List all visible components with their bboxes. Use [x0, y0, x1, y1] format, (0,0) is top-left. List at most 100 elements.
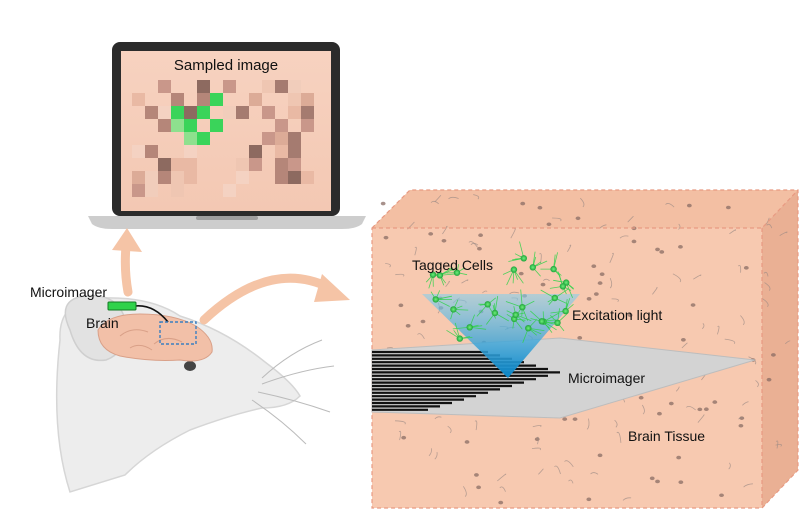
tissue-fiber [622, 497, 632, 501]
tagged-neuron [453, 269, 461, 276]
image-pixel [132, 184, 145, 197]
tissue-cell [739, 416, 745, 420]
tissue-cell [686, 203, 692, 208]
excitation-light-cone [422, 294, 580, 378]
mouse-brain [97, 313, 213, 362]
tissue-cell [520, 201, 526, 206]
image-pixel [288, 93, 301, 106]
image-pixel [275, 132, 288, 145]
tissue-cell [678, 245, 683, 249]
image-pixel [184, 106, 197, 119]
tissue-cell [638, 395, 644, 400]
tissue-cell [627, 313, 633, 317]
image-pixel [145, 171, 158, 184]
tissue-fiber [724, 338, 736, 344]
tissue-fiber [717, 325, 720, 335]
tissue-cell [649, 476, 655, 481]
tissue-fiber [738, 417, 744, 420]
image-pixel [288, 106, 301, 119]
tissue-cell [586, 497, 592, 502]
tagged-neuron [436, 272, 444, 279]
image-pixel [210, 93, 223, 106]
tissue-cell [599, 272, 605, 276]
tissue-cell [478, 233, 483, 238]
tagged-neuron [559, 283, 567, 290]
tissue-cell [680, 337, 686, 342]
image-pixel [171, 119, 184, 132]
mouse-head-icon [55, 294, 335, 493]
tissue-fiber [665, 203, 675, 208]
tissue-fiber [448, 196, 459, 200]
image-pixel [223, 80, 236, 93]
laptop-icon [88, 42, 366, 229]
image-pixel [184, 158, 197, 171]
image-pixel [223, 184, 236, 197]
tissue-fiber [766, 223, 773, 229]
tissue-cell [380, 201, 386, 206]
tissue-fiber [675, 386, 680, 392]
tagged-neuron [432, 296, 439, 303]
tissue-fiber [627, 215, 634, 223]
laptop-base [88, 216, 366, 229]
image-pixel [145, 184, 158, 197]
tissue-fiber [470, 242, 479, 246]
tissue-fiber [461, 279, 469, 284]
tagged-neuron [456, 335, 463, 342]
image-pixel [171, 106, 184, 119]
tissue-fiber [434, 452, 438, 460]
image-pixel [262, 80, 275, 93]
tissue-fiber [394, 420, 406, 425]
tissue-fiber [482, 290, 488, 294]
image-pixel [184, 132, 197, 145]
tissue-cell [690, 303, 696, 307]
tissue-fiber [614, 419, 618, 428]
image-pixel [275, 171, 288, 184]
tissue-fiber [681, 342, 688, 349]
tissue-cell [659, 250, 665, 254]
tagged-neuron [550, 265, 557, 273]
tissue-fiber [599, 224, 607, 229]
image-pixel [236, 158, 249, 171]
laptop-notch [196, 216, 258, 220]
tissue-cell [631, 239, 637, 244]
tissue-fiber [568, 479, 574, 484]
tissue-fiber [763, 271, 769, 277]
image-pixel [184, 119, 197, 132]
image-pixel [171, 184, 184, 197]
tissue-cell [420, 319, 426, 324]
tissue-cell [678, 480, 684, 484]
image-pixel [171, 93, 184, 106]
tissue-fiber [693, 274, 702, 280]
tagged-neuron [466, 324, 473, 331]
tissue-fiber [395, 273, 405, 277]
image-pixel [249, 158, 262, 171]
tissue-fiber [611, 298, 619, 302]
tissue-cell [593, 292, 599, 296]
tissue-cell [428, 232, 434, 236]
image-pixel [158, 119, 171, 132]
image-pixel [132, 145, 145, 158]
arrow-to-tissue [199, 273, 350, 325]
tissue-cell [518, 271, 524, 276]
image-pixel [197, 106, 210, 119]
tissue-cell [474, 473, 479, 477]
tissue-fiber [779, 231, 788, 236]
tissue-fiber [552, 217, 562, 222]
image-pixel [210, 119, 223, 132]
tagged-neuron [554, 319, 561, 326]
tissue-fiber [532, 424, 542, 428]
tissue-cell [712, 400, 718, 404]
tissue-cell [697, 407, 703, 412]
image-pixel [288, 132, 301, 145]
sampled-image-pixels [132, 80, 314, 197]
tissue-fiber [474, 420, 478, 431]
image-pixel [132, 171, 145, 184]
tissue-fiber [417, 333, 425, 339]
tissue-fiber [697, 414, 705, 423]
tissue-cell [401, 435, 407, 440]
tissue-fiber [755, 380, 759, 388]
image-pixel [158, 80, 171, 93]
image-pixel [249, 93, 262, 106]
tissue-fiber [580, 197, 585, 208]
image-pixel [171, 158, 184, 171]
